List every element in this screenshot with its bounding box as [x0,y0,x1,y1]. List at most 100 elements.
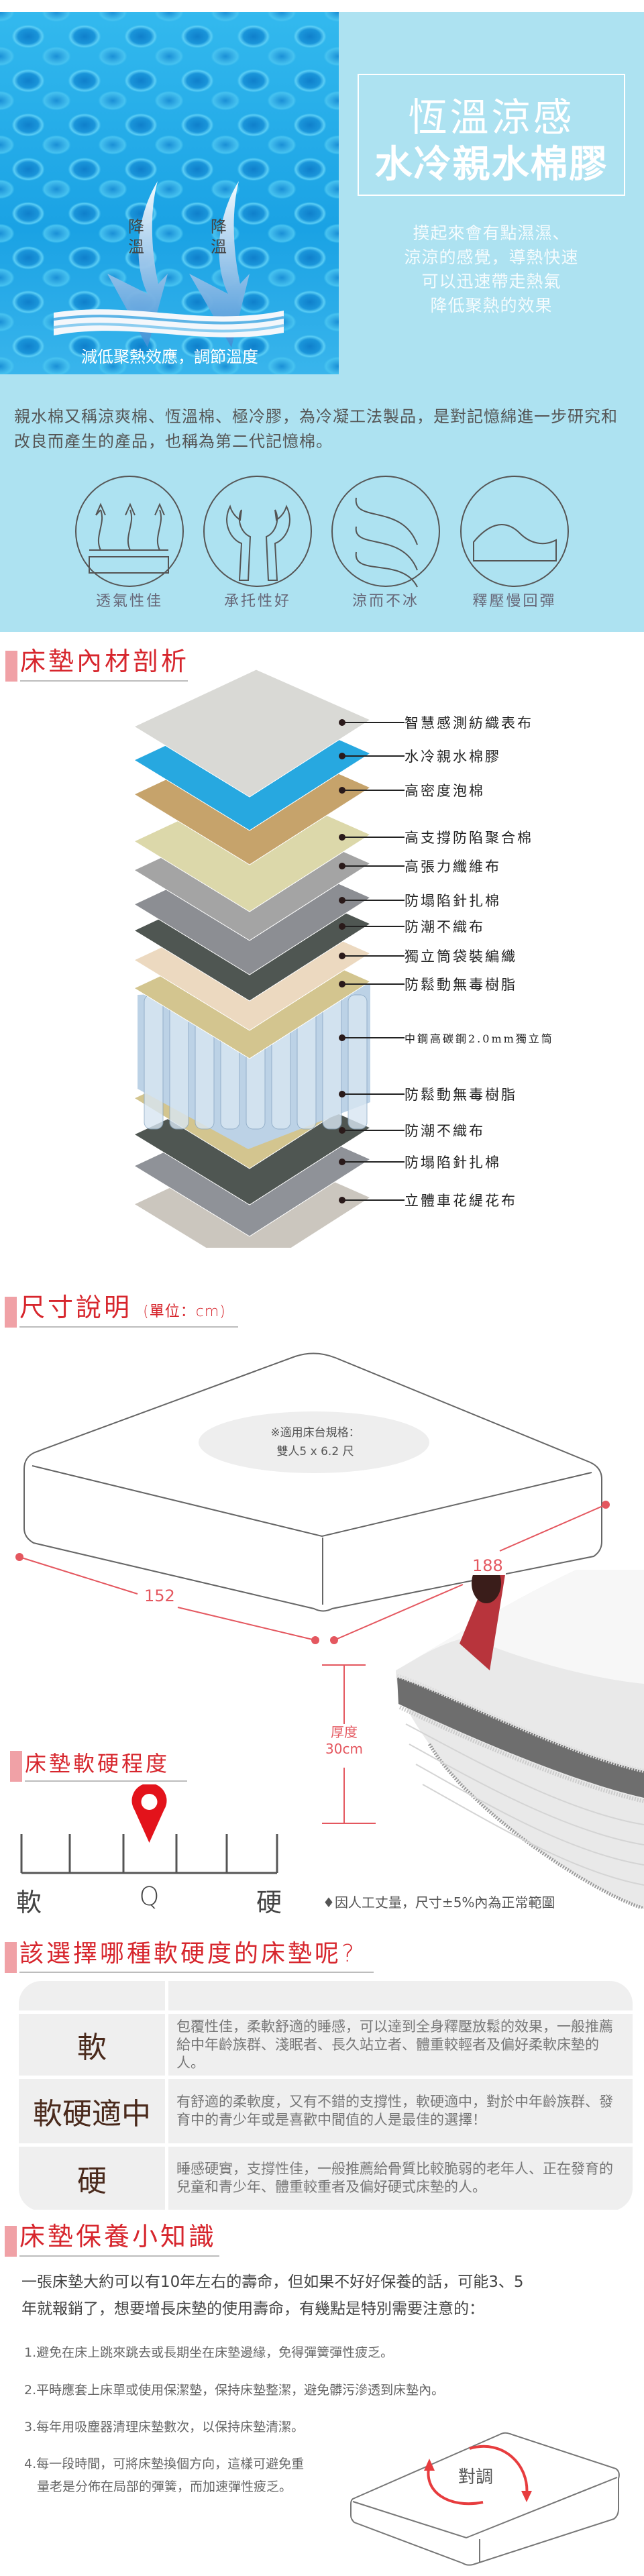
layer-label: 防鬆動無毒樹脂 [405,977,517,993]
feature-label: 涼而不冰 [352,593,419,610]
feature-icons [75,476,569,588]
thickness-title: 厚度 [331,1724,358,1740]
rotate-arrows-icon [424,2445,532,2506]
intro-panel [0,349,644,632]
leader-dot [339,1091,345,1097]
hero-caption: 減低聚熱效應，調節溫度 [81,347,258,366]
table-header-cell [19,1981,165,2010]
table-row-desc: 有舒適的柔軟度，又有不錯的支撐性，軟硬適中，對於中年齡族群、發育中的青少年或是喜… [168,2079,633,2143]
intro-line: 親水棉又稱涼爽棉、恆溫棉、極冷膠，為冷凝工法製品，是對記憶綿進一步研究和 [14,407,618,426]
thickness-value: 30cm [325,1741,363,1757]
leader-dot [339,1127,345,1134]
feature-label: 透氣性佳 [95,593,163,610]
care-intro: 一張床墊大約可以有10年左右的壽命，但如果不好好保養的話，可能3、5 年就報銷了… [21,2269,625,2322]
care-item: 2.平時應套上床單或使用保潔墊，保持床墊整潔，避免髒污滲透到床墊內。 [24,2383,445,2398]
layer-label: 中鋼高碳鋼2.0mm獨立筒 [405,1032,554,1045]
section-header-care: 床墊保養小知識 [5,2222,219,2257]
care-intro-line: 一張床墊大約可以有10年左右的壽命，但如果不好好保養的話，可能3、5 [21,2273,524,2291]
cool-waves-icon [331,476,440,588]
leader-dot [339,834,345,841]
care-item: 1.避免在床上跳來跳去或長期坐在床墊邊緣，免得彈簧彈性疲乏。 [24,2345,394,2360]
section-header-guide: 該選擇哪種軟硬度的床墊呢? [5,1940,374,1973]
hero-body-line: 降低聚熱的效果 [430,296,553,315]
layer-label: 立體車花緹花布 [405,1193,517,1209]
leader-dot [339,1034,345,1041]
mattress-layers-diagram [133,669,405,1248]
firmness-scale [20,1784,278,1874]
leader-dot [339,1159,345,1165]
care-item: 3.每年用吸塵器清理床墊數次，以保持床墊清潔。 [24,2420,305,2434]
cooling-arrows-icon [53,181,284,347]
table-row-label: 軟 [19,2014,165,2076]
layer-label: 水冷親水棉膠 [405,749,501,765]
table-row-desc: 包覆性佳，柔軟舒適的睡感，可以達到全身釋壓放鬆的效果，一般推薦給中年齡族群、淺眠… [168,2014,633,2076]
bed-spec-note-line: 雙人5 x 6.2 尺 [276,1445,354,1458]
table-row-desc: 睡感硬實，支撐性佳，一般推薦給骨質比較脆弱的老年人、正在發育的兒童和青少年、體重… [168,2147,633,2210]
layer-label: 高密度泡棉 [405,783,485,799]
section-header-layers: 床墊內材剖析 [5,647,188,682]
section-title: 床墊內材剖析 [20,647,190,676]
hero-body-line: 摸起來會有點濕濕、 [413,223,570,243]
feature-label: 釋壓慢回彈 [472,593,557,610]
layer-label: 智慧感測紡織表布 [405,715,533,731]
table-row-label: 軟硬適中 [19,2079,165,2143]
leader-dot [339,719,345,726]
section-header-firmness: 床墊軟硬程度 [10,1751,187,1782]
intro-line: 改良而產生的產品，也稱為第二代記憶棉。 [14,432,333,451]
location-pin-icon [131,1784,167,1843]
hero-body-line: 可以迅速帶走熱氣 [421,272,561,291]
unit-label: (單位：cm) [143,1303,226,1320]
table-row-label: 硬 [19,2147,165,2210]
arrow-label: 降溫 [128,217,144,256]
intro-text: 親水棉又稱涼爽棉、恆溫棉、極冷膠，為冷凝工法製品，是對記憶綿進一步研究和 改良而… [14,405,635,454]
layer-label: 高張力纖維布 [405,859,501,875]
thickness-label: 厚度 30cm [321,1724,368,1758]
firmness-guide-table: 軟 包覆性佳，柔軟舒適的睡感，可以達到全身釋壓放鬆的效果，一般推薦給中年齡族群、… [19,1981,633,2211]
bed-spec-note-line: ※適用床台規格： [270,1426,360,1440]
layer-label: 防塌陷針扎棉 [405,893,501,909]
scale-hard-label: 硬 [256,1888,282,1917]
hero-panel [339,12,644,349]
leader-dot [339,953,345,959]
mattress-photo [396,1570,644,1909]
leader-dot [339,923,345,930]
mattress-dimension-diagram [15,1352,610,1644]
bed-spec-note-bg [199,1411,429,1473]
footnote-text: 因人工丈量，尺寸±5%內為正常範圍 [334,1894,555,1911]
care-item: 4.每一段時間，可將床墊換個方向，這樣可避免重 [24,2457,305,2471]
leader-dot [339,753,345,759]
section-title: 床墊保養小知識 [19,2222,217,2251]
layer-label: 高支撐防陷聚合棉 [405,830,533,846]
breathable-arrows-icon [75,476,184,587]
layer-label: 防塌陷針扎棉 [405,1155,501,1171]
slow-rebound-icon [460,476,569,587]
scale-marker-label: Q [139,1882,160,1911]
diamond-bullet-icon: ♦ [323,1894,335,1911]
section-title: 床墊軟硬程度 [25,1751,170,1776]
leader-dot [339,981,345,987]
hero-title-box [358,74,625,196]
hero-title-light: 恆溫涼感 [408,95,575,140]
hero-body-line: 涼涼的感覺，導熱快速 [404,248,579,267]
thickness-indicator [322,1664,376,1824]
cooling-gel-image: 降溫 降溫 [0,12,339,374]
layer-label: 防鬆動無毒樹脂 [405,1087,517,1103]
section-title: 該選擇哪種軟硬度的床墊呢? [19,1940,358,1968]
leader-dot [339,787,345,794]
section-title: 尺寸說明 [19,1293,133,1322]
support-hands-icon [203,476,312,587]
care-intro-line: 年就報銷了，想要增長床墊的使用壽命，有幾點是特別需要注意的： [21,2300,484,2318]
footnote: ♦因人工丈量，尺寸±5%內為正常範圍 [323,1892,555,1911]
leader-dot [339,897,345,904]
mattress-layer [133,669,372,798]
layer-label: 防潮不織布 [405,1123,485,1139]
table-header-cell [168,1981,633,2010]
leader-dot [339,863,345,869]
layer-label: 獨立筒袋裝編織 [405,949,517,965]
arrow-label: 降溫 [211,217,227,256]
length-dimension: 188 [470,1556,506,1575]
hero-title-bold: 水冷親水棉膠 [374,143,608,186]
rotate-mattress-diagram [350,2432,620,2566]
scale-soft-label: 軟 [16,1888,42,1917]
rotate-label: 對調 [458,2467,494,2487]
